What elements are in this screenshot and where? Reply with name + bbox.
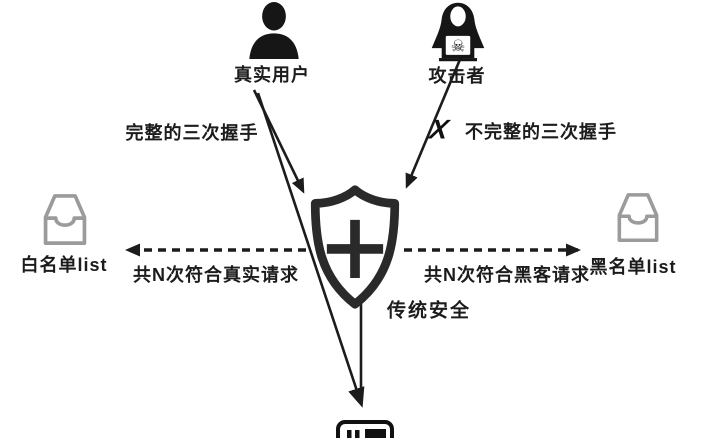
blacklist-label: 黑名单list [589,257,677,277]
svg-text:☠: ☠ [451,37,466,56]
shield-plus-icon [306,183,404,311]
blocked-x-mark: X [427,114,451,145]
blacklist-node [614,191,662,245]
inbox-tray-icon [614,191,662,245]
security-node [306,183,404,311]
whitelist-node [40,193,90,247]
collector-node [336,420,394,438]
person-icon [247,2,301,59]
server-icon [336,420,394,438]
blacklist-flow-label: 共N次符合黑客请求 [424,265,590,285]
real-user-label: 真实用户 [234,65,310,85]
inbox-tray-icon [40,193,90,247]
real-user-node [247,2,301,59]
complete-handshake-label: 完整的三次握手 [125,123,259,143]
whitelist-label: 白名单list [20,255,108,275]
attacker-label: 攻击者 [428,66,486,86]
security-label: 传统安全 [386,300,472,322]
hacker-icon: ☠ [429,1,487,68]
attacker-node: ☠ [429,1,487,68]
whitelist-flow-label: 共N次符合真实请求 [133,265,299,285]
edge-complete-handshake [252,89,305,194]
incomplete-handshake-label: 不完整的三次握手 [465,122,617,142]
